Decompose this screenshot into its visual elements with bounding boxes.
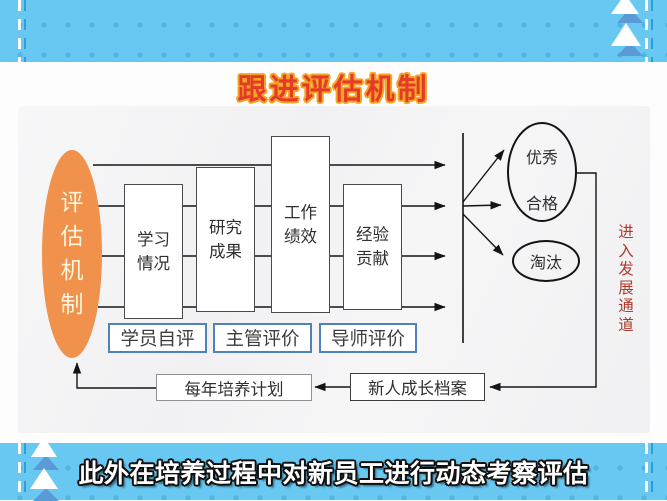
triangle-decoration-white xyxy=(30,468,58,489)
evaluation-mechanism-ellipse: 评估机制 xyxy=(42,150,102,358)
dashed-line-left-blue xyxy=(24,443,26,500)
criterion-label: 工作绩效 xyxy=(284,202,317,246)
dashed-line-right-blue xyxy=(651,0,653,62)
dashed-line-left-white xyxy=(18,443,21,500)
dashed-line-left-white xyxy=(18,0,21,62)
evaluator-label: 导师评价 xyxy=(330,329,405,350)
triangle-decoration-white xyxy=(611,0,639,14)
evaluator-box-supervisor: 主管评价 xyxy=(213,323,312,353)
outcome-excellent-label: 优秀 xyxy=(526,148,559,167)
dashed-line-right-white xyxy=(645,443,648,500)
annual-plan-label: 每年培养计划 xyxy=(184,379,284,399)
dashed-line-left-blue xyxy=(24,0,26,62)
criterion-label: 研究成果 xyxy=(209,217,242,261)
growth-archive-box: 新人成长档案 xyxy=(350,373,485,401)
bottom-decor-band: 此外在培养过程中对新员工进行动态考察评估 xyxy=(0,437,667,501)
criterion-box-learning: 学习情况 xyxy=(124,184,183,319)
criterion-box-research: 研究成果 xyxy=(196,167,255,312)
criterion-box-experience: 经验贡献 xyxy=(343,184,402,310)
development-channel-text: 进入发展通道 xyxy=(618,223,634,334)
outcome-ellipse-eliminated: 淘汰 xyxy=(512,240,580,282)
outcome-eliminated-label: 淘汰 xyxy=(529,253,562,272)
annual-plan-box: 每年培养计划 xyxy=(156,374,312,401)
bottom-caption: 此外在培养过程中对新员工进行动态考察评估 xyxy=(78,458,589,488)
top-decor-band xyxy=(0,0,667,62)
diagram-panel: 评估机制 学习情况 研究成果 工作绩效 经验贡献 学员自评 主管评价 导师评价 … xyxy=(18,106,650,433)
triangle-decoration-blue xyxy=(33,488,59,501)
evaluator-box-mentor: 导师评价 xyxy=(319,323,417,353)
outcome-qualified-label: 合格 xyxy=(526,194,559,213)
triangle-decoration-white xyxy=(611,23,641,46)
evaluator-label: 主管评价 xyxy=(225,329,300,350)
growth-archive-label: 新人成长档案 xyxy=(368,379,467,398)
evaluator-label: 学员自评 xyxy=(120,329,195,350)
criterion-label: 学习情况 xyxy=(137,229,170,273)
development-channel-note: 进入发展通道 xyxy=(606,223,646,334)
evaluation-mechanism-label: 评估机制 xyxy=(60,190,84,318)
page-title: 跟进评估机制 xyxy=(237,72,430,106)
triangle-decoration-white xyxy=(31,437,57,457)
dashed-line-right-blue xyxy=(651,443,653,500)
criterion-label: 经验贡献 xyxy=(356,225,389,268)
evaluator-box-self: 学员自评 xyxy=(108,323,207,353)
dashed-line-right-white xyxy=(645,0,648,62)
outcome-ellipse-pass xyxy=(507,122,577,222)
triangle-decoration-blue xyxy=(33,455,59,470)
criterion-box-performance: 工作绩效 xyxy=(271,136,330,313)
